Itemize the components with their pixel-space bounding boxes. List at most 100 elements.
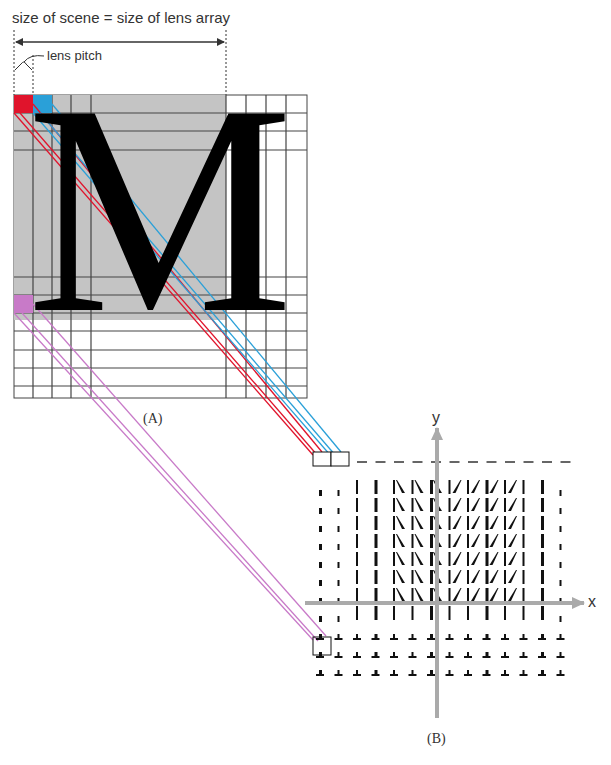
stroke-bit: [449, 498, 451, 512]
stroke-bit: [356, 534, 358, 548]
stroke-bit: [464, 638, 472, 640]
dash: [487, 461, 497, 463]
stroke-bit: [541, 588, 544, 602]
dimension-tick: [14, 30, 15, 95]
stroke-bit: [557, 638, 565, 640]
stroke-bit: [446, 638, 454, 640]
stroke-bit: [560, 616, 562, 622]
stroke-bit: [560, 544, 562, 550]
stroke-bit: [483, 638, 491, 640]
stroke-bit: [335, 656, 343, 658]
stroke-bit: [490, 534, 499, 547]
stroke-bit: [504, 498, 506, 512]
stroke-bit: [471, 534, 480, 547]
stroke-bit: [335, 674, 343, 676]
stroke-bit: [520, 638, 528, 640]
stroke-bit: [486, 552, 489, 566]
stroke-bit: [541, 552, 544, 566]
stroke-bit: [541, 516, 544, 530]
dash: [468, 461, 478, 463]
stroke-bit: [464, 656, 472, 658]
stroke-bit: [375, 606, 378, 620]
stroke-bit: [430, 498, 433, 512]
stroke-bit: [464, 674, 472, 676]
stroke-bit: [508, 534, 517, 547]
stroke-bit: [541, 498, 544, 512]
elemental-images: [316, 462, 571, 676]
stroke-bit: [338, 580, 340, 586]
dash: [561, 461, 571, 463]
stroke-bit: [415, 552, 424, 565]
stroke-bit: [396, 498, 405, 511]
dash: [450, 461, 460, 463]
dash: [376, 461, 386, 463]
stroke-bit: [375, 516, 378, 530]
stroke-bit: [504, 534, 506, 548]
stroke-bit: [396, 480, 405, 493]
stroke-bit: [541, 480, 544, 494]
stroke-bit: [453, 516, 462, 529]
stroke-bit: [375, 480, 378, 494]
dash: [505, 461, 515, 463]
stroke-bit: [372, 674, 380, 676]
stroke-bit: [467, 588, 469, 602]
stroke-bit: [483, 656, 491, 658]
stroke-bit: [560, 490, 562, 496]
x-axis: [305, 601, 584, 605]
stroke-bit: [453, 534, 462, 547]
stroke-bit: [396, 516, 405, 529]
stroke-bit: [449, 534, 451, 548]
stroke-bit: [471, 570, 480, 583]
stroke-bit: [338, 526, 340, 532]
stroke-bit: [338, 562, 340, 568]
stroke-bit: [453, 480, 462, 493]
stroke-bit: [541, 606, 544, 620]
stroke-bit: [409, 674, 417, 676]
stroke-bit: [520, 656, 528, 658]
image-cell: [313, 637, 331, 655]
stroke-bit: [393, 534, 395, 548]
stroke-bit: [504, 588, 506, 602]
stroke-bit: [486, 498, 489, 512]
stroke-bit: [560, 526, 562, 532]
stroke-bit: [508, 570, 517, 583]
panel-label: (B): [427, 732, 446, 746]
stroke-bit: [486, 570, 489, 584]
stroke-bit: [490, 552, 499, 565]
stroke-bit: [430, 570, 433, 584]
grid-line: [14, 367, 307, 368]
stroke-bit: [486, 480, 489, 494]
stroke-bit: [471, 552, 480, 565]
stroke-bit: [427, 674, 435, 676]
stroke-bit: [412, 552, 414, 566]
stroke-bit: [412, 480, 414, 494]
panel-label: (A): [143, 412, 162, 426]
stroke-bit: [415, 534, 424, 547]
stroke-bit: [415, 570, 424, 583]
stroke-bit: [504, 516, 506, 530]
stroke-bit: [467, 516, 469, 530]
stroke-bit: [471, 588, 480, 601]
stroke-bit: [508, 552, 517, 565]
stroke-bit: [538, 656, 546, 658]
stroke-bit: [316, 674, 324, 676]
dimension-arrow: [16, 41, 224, 43]
stroke-bit: [338, 616, 340, 622]
stroke-bit: [319, 616, 322, 622]
stroke-bit: [415, 480, 424, 493]
stroke-bit: [538, 674, 546, 676]
stroke-bit: [396, 588, 405, 601]
stroke-bit: [375, 534, 378, 548]
stroke-bit: [338, 490, 340, 496]
stroke-bit: [471, 498, 480, 511]
axis-label: x: [588, 594, 596, 610]
stroke-bit: [393, 498, 395, 512]
stroke-bit: [453, 570, 462, 583]
stroke-bit: [319, 580, 322, 586]
stroke-bit: [560, 580, 562, 586]
stroke-bit: [393, 588, 395, 602]
stroke-bit: [396, 552, 405, 565]
stroke-bit: [338, 544, 340, 550]
stroke-bit: [409, 638, 417, 640]
stroke-bit: [508, 498, 517, 511]
